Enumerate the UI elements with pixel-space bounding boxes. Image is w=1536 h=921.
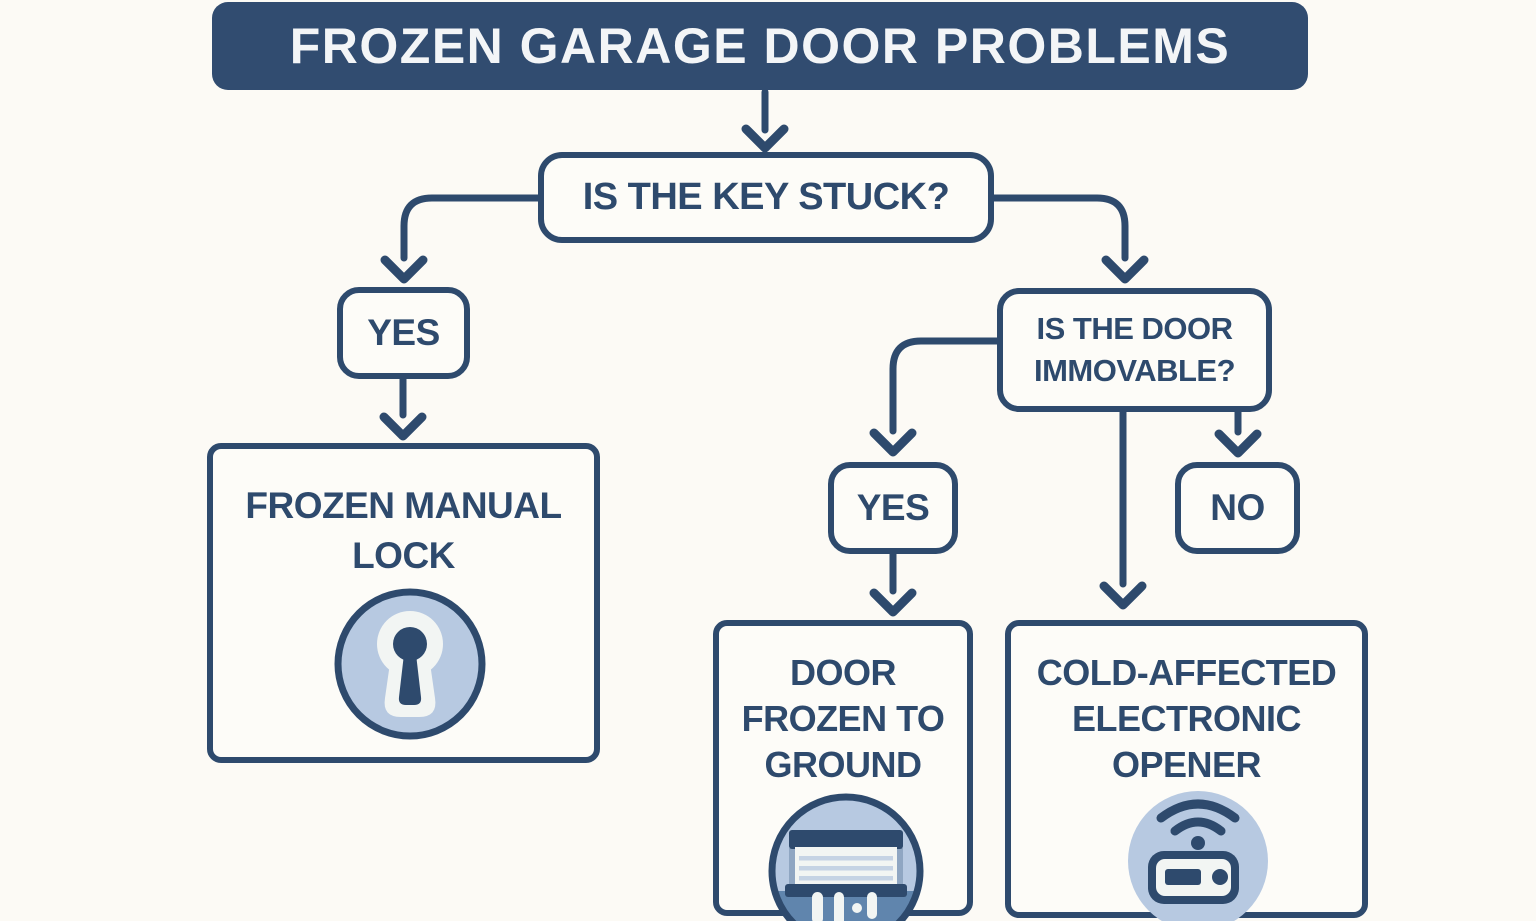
connector-title-to-question1-arrowhead: [741, 124, 789, 153]
outcome-cold-affected-opener: COLD-AFFECTED ELECTRONIC OPENER: [1005, 620, 1368, 921]
outcome-door-frozen-to-ground-label: DOOR FROZEN TO GROUND: [741, 652, 945, 785]
connector-question1-to-question2-arrowhead: [1101, 255, 1149, 284]
connector-question2-to-yes-right: [889, 337, 1001, 435]
answer-no-right: NO: [1175, 462, 1300, 554]
connector-yes-right-to-ground-arrowhead: [869, 588, 917, 617]
connector-question2-to-no-arrowhead: [1214, 429, 1262, 458]
outcome-door-frozen-to-ground: DOOR FROZEN TO GROUND: [713, 620, 973, 921]
answer-yes-left-label: YES: [367, 312, 440, 353]
page-title-text: FROZEN GARAGE DOOR PROBLEMS: [289, 18, 1231, 74]
decision-is-key-stuck: IS THE KEY STUCK?: [538, 152, 994, 243]
connector-question1-to-yes-left: [400, 194, 542, 262]
connector-question2-to-opener-arrowhead: [1099, 581, 1147, 610]
outcome-frozen-manual-lock: FROZEN MANUAL LOCK: [207, 443, 600, 763]
frozen-garage-door-icon: [768, 793, 924, 921]
page-title: FROZEN GARAGE DOOR PROBLEMS: [212, 2, 1308, 90]
decision-is-key-stuck-label: IS THE KEY STUCK?: [582, 176, 950, 218]
outcome-frozen-manual-lock-label: FROZEN MANUAL LOCK: [245, 485, 562, 576]
keyhole-icon: [334, 588, 486, 740]
answer-yes-right: YES: [828, 462, 958, 554]
answer-yes-right-label: YES: [856, 487, 930, 528]
connector-question2-to-yes-right-arrowhead: [869, 428, 917, 457]
decision-is-door-immovable-label: IS THE DOOR IMMOVABLE?: [1033, 311, 1236, 388]
remote-opener-icon: [1128, 791, 1268, 921]
connector-question1-to-yes-left-arrowhead: [380, 255, 428, 284]
outcome-cold-affected-opener-label: COLD-AFFECTED ELECTRONIC OPENER: [1036, 652, 1337, 785]
answer-no-right-label: NO: [1210, 487, 1265, 528]
connector-yes-left-to-lock-arrowhead: [379, 412, 427, 441]
answer-yes-left: YES: [337, 287, 470, 379]
decision-is-door-immovable: IS THE DOOR IMMOVABLE?: [997, 288, 1272, 412]
connector-question1-to-question2: [990, 194, 1129, 262]
